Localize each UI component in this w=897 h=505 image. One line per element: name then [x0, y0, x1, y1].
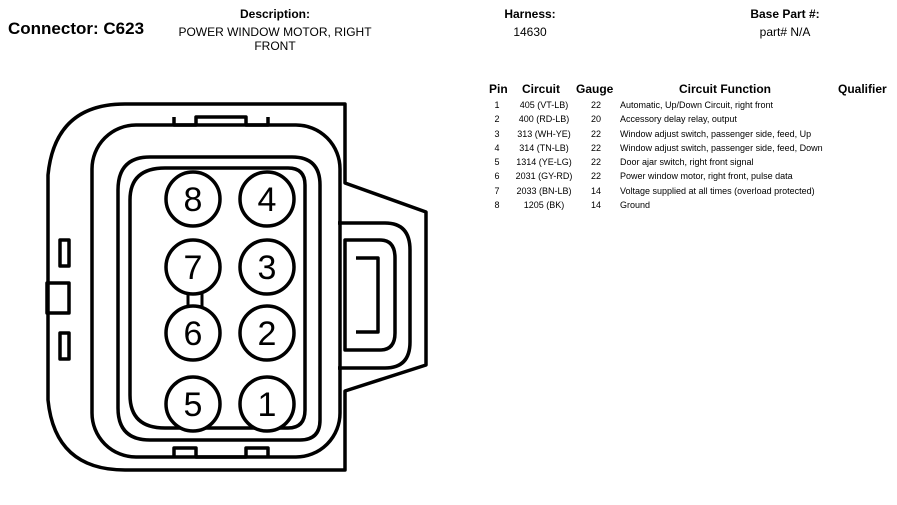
table-row: 4 314 (TN-LB) 22 Window adjust switch, p…	[483, 141, 893, 155]
row-circuit: 313 (WH-YE)	[517, 128, 571, 139]
cavity-1-label: 1	[258, 386, 277, 424]
description-header: Description: POWER WINDOW MOTOR, RIGHT F…	[160, 6, 390, 53]
pin-table: Pin Circuit Gauge Circuit Function Quali…	[483, 82, 893, 212]
cavity-8-label: 8	[184, 181, 203, 219]
row-circuit: 2031 (GY-RD)	[515, 171, 573, 182]
table-row: 1 405 (VT-LB) 22 Automatic, Up/Down Circ…	[483, 98, 893, 112]
row-gauge: 22	[590, 157, 601, 168]
row-gauge: 22	[590, 100, 601, 110]
row-circuit: 2033 (BN-LB)	[516, 185, 572, 196]
harness-title: Harness:	[504, 7, 556, 21]
row-function: Power window motor, right front, pulse d…	[620, 171, 793, 182]
row-function: Window adjust switch, passenger side, fe…	[620, 128, 812, 139]
row-function: Automatic, Up/Down Circuit, right front	[620, 100, 774, 110]
row-circuit: 314 (TN-LB)	[519, 142, 569, 153]
description-title: Description:	[239, 7, 310, 21]
cavity-3-circle	[238, 238, 296, 296]
table-row: 5 1314 (YE-LG) 22 Door ajar switch, righ…	[483, 155, 893, 169]
row-gauge: 22	[590, 142, 601, 153]
col-header-qualifier: Qualifier	[838, 82, 887, 96]
table-row: 7 2033 (BN-LB) 14 Voltage supplied at al…	[483, 184, 893, 198]
harness-header: Harness: 14630	[470, 6, 590, 39]
row-circuit: 400 (RD-LB)	[518, 114, 570, 125]
table-row: 3 313 (WH-YE) 22 Window adjust switch, p…	[483, 127, 893, 141]
row-pin: 4	[494, 142, 500, 153]
connector-face-diagram: 8 4 7 3 6 2 5 1	[45, 102, 428, 472]
row-function: Accessory delay relay, output	[620, 114, 737, 125]
cavity-6-label: 6	[184, 315, 203, 353]
row-pin: 5	[494, 157, 500, 168]
cavity-6-circle	[164, 304, 222, 362]
row-gauge: 14	[590, 185, 601, 196]
pin-table-header: Pin Circuit Gauge Circuit Function Quali…	[483, 82, 893, 98]
row-pin: 1	[494, 100, 500, 110]
left-tab-top	[58, 238, 71, 268]
col-header-gauge: Gauge	[576, 82, 614, 96]
row-circuit: 405 (VT-LB)	[519, 100, 569, 110]
table-row: 6 2031 (GY-RD) 22 Power window motor, ri…	[483, 169, 893, 183]
connector-label: Connector: C623	[8, 19, 145, 38]
cavity-8-circle	[164, 170, 222, 228]
col-header-pin: Pin	[489, 82, 508, 96]
row-function: Ground	[620, 200, 651, 211]
col-header-circuit: Circuit	[522, 82, 561, 96]
left-tab-bottom	[58, 331, 71, 361]
latch-inner	[343, 238, 397, 352]
description-value: POWER WINDOW MOTOR, RIGHT FRONT	[178, 25, 372, 53]
latch-outer	[338, 221, 412, 370]
row-pin: 2	[494, 114, 500, 125]
harness-value: 14630	[513, 25, 547, 39]
table-row: 8 1205 (BK) 14 Ground	[483, 198, 893, 212]
row-function: Window adjust switch, passenger side, fe…	[620, 142, 823, 153]
connector-seal-ring	[116, 155, 322, 442]
left-tab-middle	[45, 281, 71, 315]
base-part-title: Base Part #:	[750, 7, 820, 21]
row-pin: 7	[494, 185, 500, 196]
pin-cavity-frame	[128, 166, 307, 430]
row-pin: 3	[494, 128, 500, 139]
col-header-function: Circuit Function	[679, 82, 771, 96]
cavity-2-label: 2	[258, 315, 277, 353]
cavity-5-circle	[164, 375, 222, 433]
connector-inner-frame	[90, 123, 342, 459]
row-function: Voltage supplied at all times (overload …	[620, 185, 815, 196]
latch-hook	[356, 256, 380, 334]
cavity-2-circle	[238, 304, 296, 362]
row-function: Door ajar switch, right front signal	[620, 157, 754, 168]
row-gauge: 22	[590, 171, 601, 182]
row-gauge: 22	[590, 128, 601, 139]
cavity-7-circle	[164, 238, 222, 296]
row-circuit: 1314 (YE-LG)	[516, 157, 572, 168]
row-gauge: 20	[590, 114, 601, 125]
row-circuit: 1205 (BK)	[523, 200, 565, 211]
cavity-7-label: 7	[184, 249, 203, 287]
cavity-3-label: 3	[258, 249, 277, 287]
cavity-5-label: 5	[184, 386, 203, 424]
base-part-header: Base Part #: part# N/A	[720, 6, 850, 39]
cavity-4-circle	[238, 170, 296, 228]
connector-outer-shell	[46, 102, 428, 472]
table-row: 2 400 (RD-LB) 20 Accessory delay relay, …	[483, 112, 893, 126]
base-part-value: part# N/A	[759, 25, 811, 39]
row-pin: 6	[494, 171, 500, 182]
cavity-1-circle	[238, 375, 296, 433]
row-gauge: 14	[590, 200, 601, 211]
cavity-4-label: 4	[258, 181, 277, 219]
row-pin: 8	[494, 200, 500, 211]
